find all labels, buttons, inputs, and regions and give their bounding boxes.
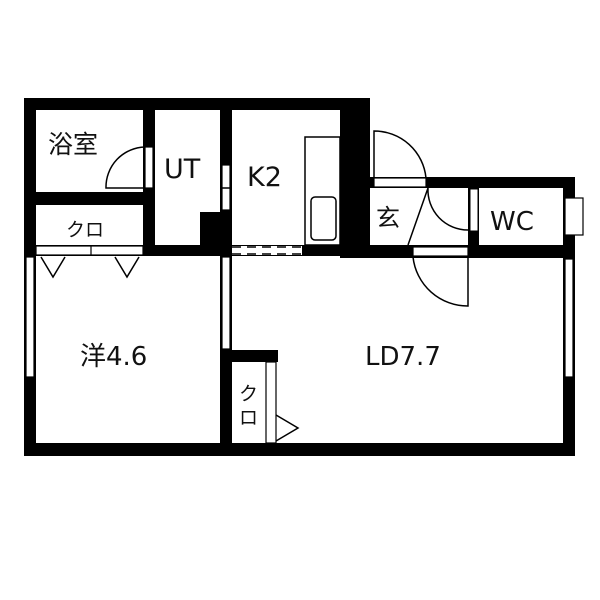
labels: 浴室 UT K2 玄 WC クロ 洋4.6 LD7.7 ク ロ	[48, 130, 534, 429]
room-label-entrance: 玄	[376, 204, 400, 232]
bath-door	[144, 146, 154, 189]
sink-icon	[310, 196, 337, 241]
ld-door	[412, 246, 469, 257]
room-label-closet: クロ	[66, 219, 104, 241]
room-label-closet-small-2: ロ	[239, 407, 258, 429]
room-label-wc: WC	[490, 207, 534, 237]
openings	[25, 130, 584, 444]
kitchen-opening	[232, 246, 302, 255]
window-wc	[564, 197, 584, 236]
window-west	[25, 256, 35, 378]
closet-sliding-door-2	[90, 245, 144, 256]
window-ld-east	[564, 258, 574, 378]
room-label-ut: UT	[164, 154, 201, 185]
window-partition	[221, 256, 231, 350]
room-label-ld: LD7.7	[365, 342, 441, 372]
room-label-closet-small-1: ク	[239, 383, 258, 405]
walls	[24, 98, 575, 456]
kitchen-counter	[304, 136, 341, 246]
room-label-western: 洋4.6	[80, 342, 147, 372]
room-label-bath: 浴室	[48, 130, 98, 159]
closet-door	[265, 361, 277, 444]
entrance-door	[373, 177, 427, 188]
room-label-k2: K2	[247, 162, 282, 193]
